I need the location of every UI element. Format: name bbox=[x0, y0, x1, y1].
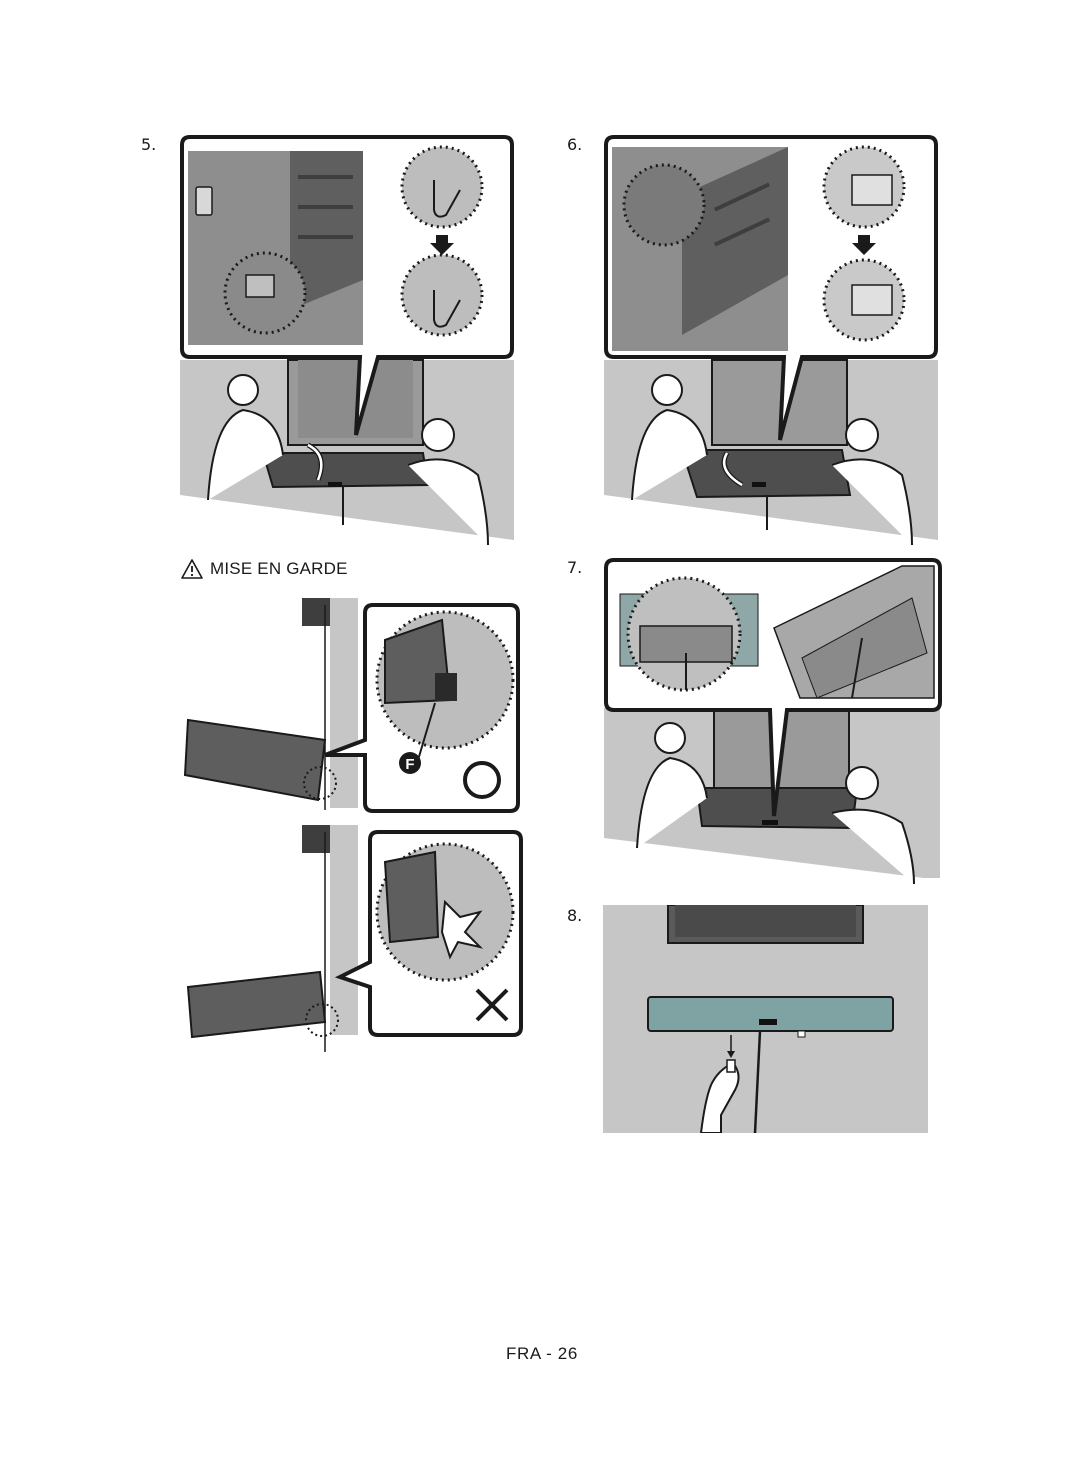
step-6-illustration bbox=[602, 135, 942, 545]
caution-illustration-correct: F bbox=[180, 595, 525, 820]
step-8-number: 8. bbox=[567, 906, 583, 925]
step-5-number: 5. bbox=[141, 135, 157, 154]
step-6-number: 6. bbox=[567, 135, 583, 154]
callout-letter-f: F bbox=[405, 756, 414, 773]
step-8-illustration bbox=[603, 905, 928, 1133]
circle-ok-icon bbox=[463, 761, 501, 799]
cross-icon bbox=[475, 988, 509, 1022]
step-5-illustration bbox=[178, 135, 518, 545]
caution-illustration-incorrect bbox=[180, 822, 525, 1062]
warning-triangle-icon bbox=[181, 559, 203, 579]
step-7-number: 7. bbox=[567, 558, 583, 577]
caution-heading: MISE EN GARDE bbox=[180, 558, 348, 580]
caution-label: MISE EN GARDE bbox=[210, 559, 348, 578]
step-7-illustration bbox=[602, 558, 944, 884]
page-number: FRA - 26 bbox=[506, 1344, 578, 1363]
